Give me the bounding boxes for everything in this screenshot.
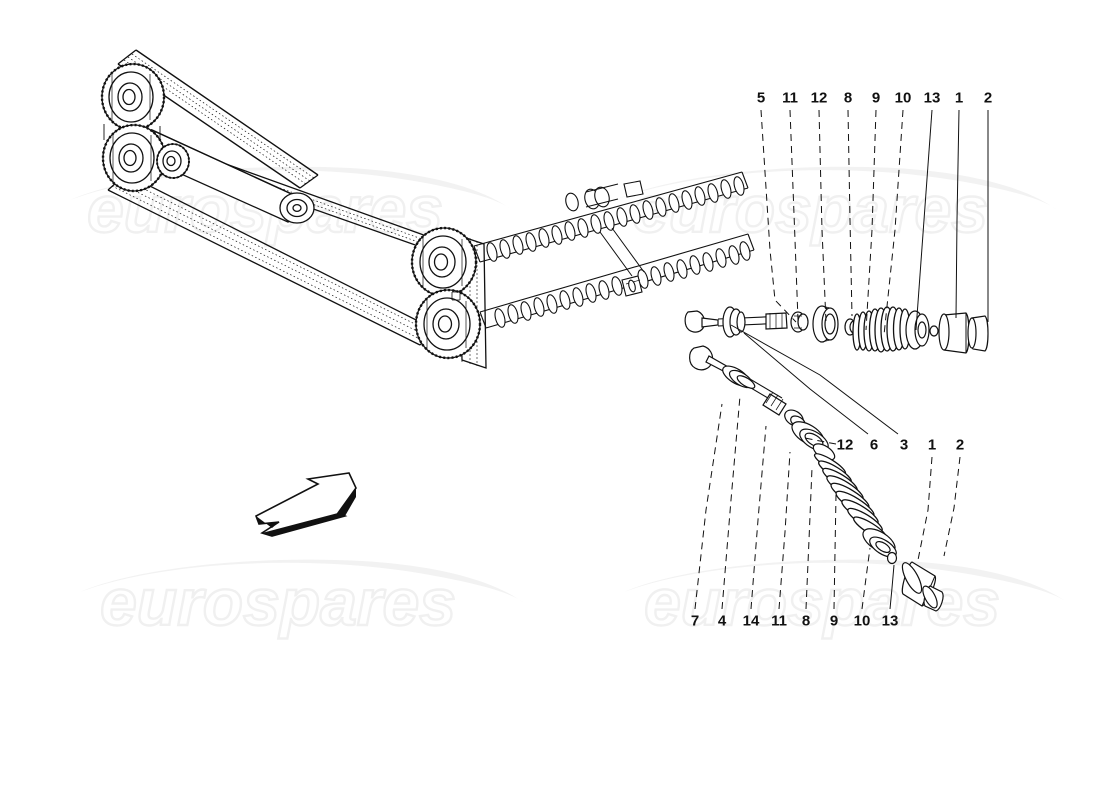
direction-arrow (255, 472, 357, 537)
camshaft-lower-lobes (494, 241, 751, 328)
callout-top-13[interactable]: 13 (923, 89, 941, 107)
callout-mid-1[interactable]: 1 (927, 436, 937, 454)
lower-cam-pulley-left (101, 123, 167, 193)
leader-lines-top (760, 109, 989, 336)
callout-bot-9[interactable]: 9 (829, 612, 839, 630)
valve-head-upper (684, 310, 719, 333)
valve-assembly-upper (684, 305, 989, 354)
tappet-bucket-upper (938, 312, 970, 354)
valve-stem-seal-upper (722, 306, 746, 338)
valve-stem-seal-lower (722, 365, 756, 389)
callout-top-8[interactable]: 8 (843, 89, 853, 107)
callout-bot-13[interactable]: 13 (881, 612, 899, 630)
callout-mid-3[interactable]: 3 (899, 436, 909, 454)
callout-mid-6[interactable]: 6 (869, 436, 879, 454)
upper-retainer-lower (862, 528, 897, 558)
collet-pin-upper (929, 325, 939, 337)
leader-lines (694, 109, 989, 610)
callout-bot-7[interactable]: 7 (690, 612, 700, 630)
valve-collar-upper (765, 312, 788, 330)
camshaft-lower (479, 227, 755, 329)
callout-bot-4[interactable]: 4 (717, 612, 727, 630)
camshaft-upper-lobes (486, 176, 745, 262)
callout-bot-8[interactable]: 8 (801, 612, 811, 630)
cam-housing-left (103, 124, 161, 140)
lower-cam-pulley-right (414, 288, 482, 360)
collet-pin-lower (886, 551, 898, 565)
valve-head-lower (689, 345, 731, 374)
valve-springs-lower (813, 453, 887, 540)
callout-mid-2[interactable]: 2 (955, 436, 965, 454)
camshaft-lower-coupling (621, 275, 643, 297)
valve-collar-lower (762, 391, 787, 416)
leader-lines-middle (730, 324, 961, 561)
valve-springs-upper (852, 306, 911, 353)
svg-text:eurospares: eurospares (100, 565, 456, 639)
callout-top-1[interactable]: 1 (954, 89, 964, 107)
upper-retainer-upper (905, 310, 930, 350)
shim-lower (922, 585, 944, 612)
camshaft-upper (473, 171, 749, 263)
upper-cam-pulley-right (410, 226, 478, 298)
callout-bot-10[interactable]: 10 (853, 612, 871, 630)
leader-lines-bottom (694, 395, 895, 610)
camshaft-connector (599, 227, 645, 277)
timing-belt-drive (100, 49, 487, 369)
callout-top-11[interactable]: 11 (782, 89, 798, 107)
callout-bot-11[interactable]: 11 (771, 612, 787, 630)
valve-assembly-lower (689, 345, 944, 612)
watermark-bottom-left: eurospares (80, 559, 524, 640)
svg-text:eurospares: eurospares (632, 172, 988, 246)
tensioner-pulley-mid (279, 192, 315, 224)
callout-top-9[interactable]: 9 (871, 89, 881, 107)
callout-top-10[interactable]: 10 (894, 89, 912, 107)
upper-cam-pulley-left (100, 62, 166, 132)
callout-bot-14[interactable]: 14 (742, 612, 760, 630)
idler-pulley-left (156, 143, 190, 179)
callout-mid-12[interactable]: 12 (836, 436, 854, 454)
split-collet-upper (790, 311, 809, 333)
timing-belt-right-segment (451, 291, 461, 301)
callout-top-2[interactable]: 2 (983, 89, 993, 107)
callout-top-12[interactable]: 12 (810, 89, 828, 107)
shim-upper (967, 315, 989, 352)
spring-retainer-upper (812, 305, 839, 343)
callout-top-5[interactable]: 5 (756, 89, 766, 107)
camshaft-upper-coupling (565, 180, 644, 212)
